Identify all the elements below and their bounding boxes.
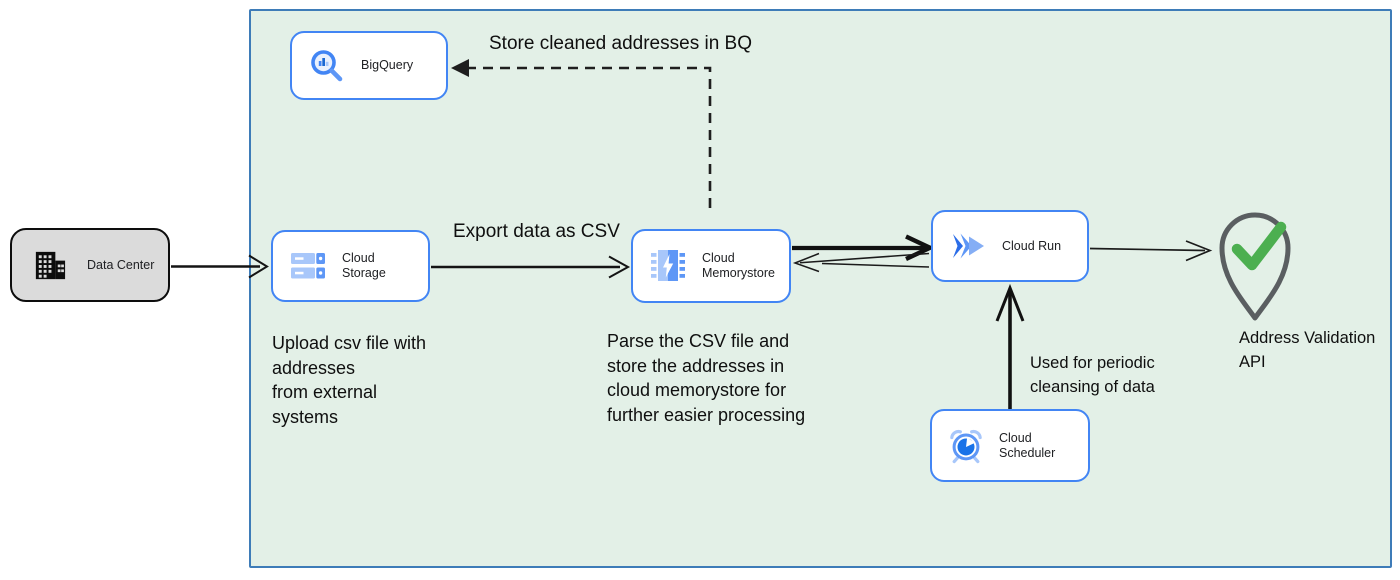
label-export-csv: Export data as CSV (453, 221, 620, 242)
building-icon (35, 251, 66, 279)
node-cloud-memorystore-label: Cloud Memorystore (702, 251, 775, 280)
node-data-center-label: Data Center (87, 257, 155, 272)
node-cloud-run[interactable]: Cloud Run (931, 210, 1089, 282)
node-cloud-storage-label: Cloud Storage (342, 251, 386, 280)
node-cloud-scheduler[interactable]: Cloud Scheduler (930, 409, 1090, 482)
memorystore-chip-icon (651, 250, 685, 281)
bigquery-magnifier-icon (311, 49, 343, 81)
label-parse-description: Parse the CSV file and store the address… (607, 331, 806, 425)
node-bigquery[interactable]: BigQuery (290, 31, 448, 100)
label-address-validation-api: Address Validation API (1239, 329, 1376, 371)
node-cloud-scheduler-label: Cloud Scheduler (999, 430, 1056, 460)
node-cloud-run-label: Cloud Run (1002, 238, 1062, 253)
cloud-storage-icon (291, 253, 325, 279)
node-cloud-storage[interactable]: Cloud Storage (271, 230, 430, 302)
gcp-boundary (249, 9, 1392, 568)
label-periodic-cleansing: Used for periodic cleansing of data (1030, 354, 1155, 396)
label-upload-description: Upload csv file with addresses from exte… (272, 333, 427, 427)
cloud-run-icon (953, 233, 984, 259)
node-cloud-memorystore[interactable]: Cloud Memorystore (631, 229, 791, 303)
node-data-center[interactable]: Data Center (10, 228, 170, 302)
node-bigquery-label: BigQuery (361, 58, 414, 72)
scheduler-clock-icon (950, 429, 982, 463)
label-store-cleaned-bq: Store cleaned addresses in BQ (489, 33, 752, 54)
